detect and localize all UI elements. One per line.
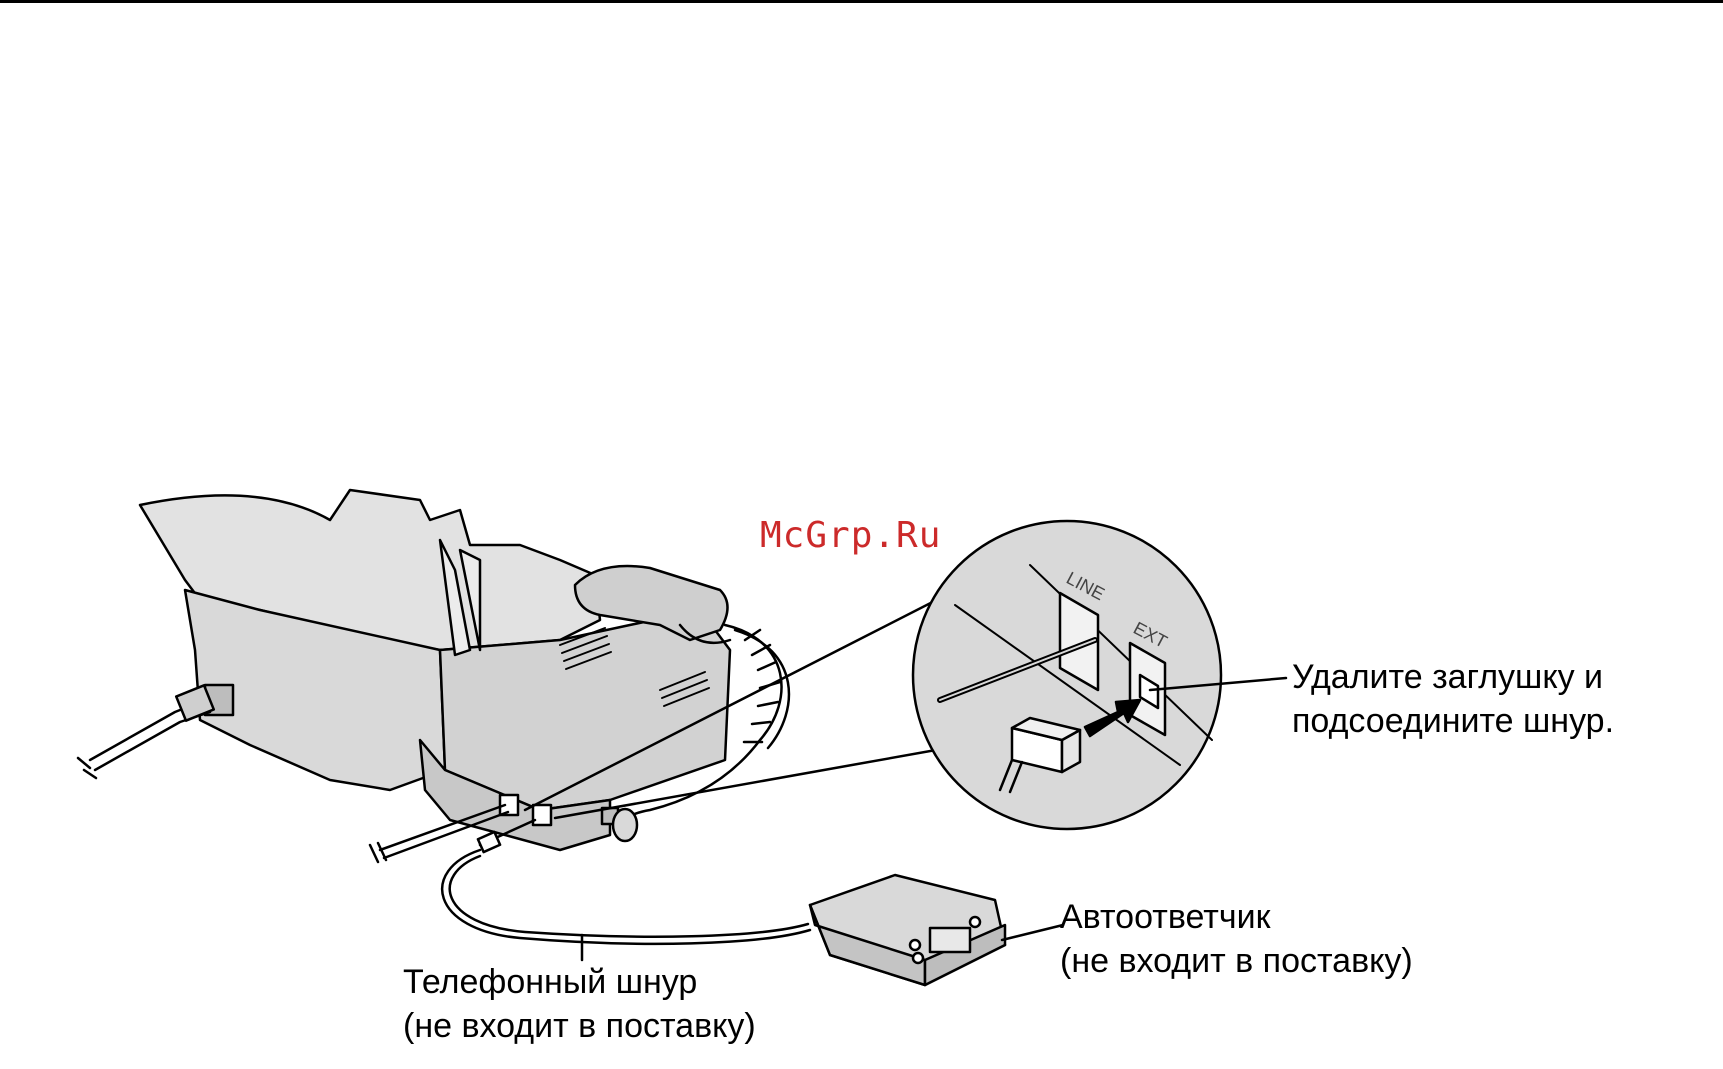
remove-cap-line2: подсоедините шнур.	[1292, 699, 1614, 743]
telephone-cord-line1: Телефонный шнур	[403, 960, 756, 1004]
answering-machine-callout: Автоответчик (не входит в поставку)	[1060, 895, 1413, 983]
telephone-cord-line2: (не входит в поставку)	[403, 1004, 756, 1048]
watermark: McGrp.Ru	[760, 515, 941, 556]
telephone-cord-callout: Телефонный шнур (не входит в поставку)	[403, 960, 756, 1048]
remove-cap-callout: Удалите заглушку и подсоедините шнур.	[1292, 655, 1614, 743]
power-cord	[78, 685, 214, 778]
answering-machine-leader	[1002, 925, 1063, 940]
answering-machine-line2: (не входит в поставку)	[1060, 939, 1413, 983]
answering-machine	[810, 875, 1005, 985]
fax-machine	[140, 490, 730, 850]
remove-cap-line1: Удалите заглушку и	[1292, 655, 1614, 699]
answering-machine-line1: Автоответчик	[1060, 895, 1413, 939]
